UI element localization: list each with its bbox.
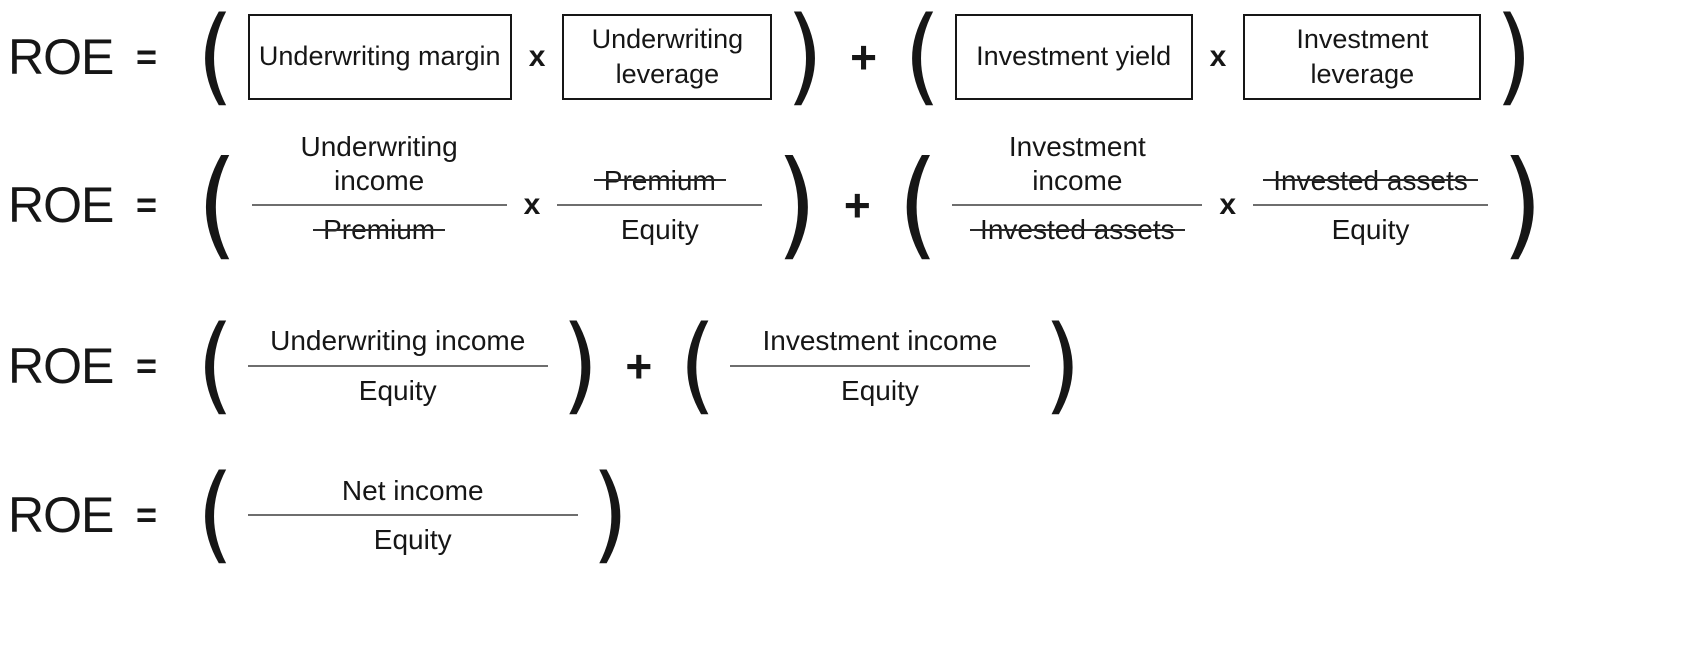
open-paren: (: [197, 303, 234, 427]
fraction-bar: [251, 204, 507, 207]
close-paren: ): [561, 303, 599, 427]
open-paren: (: [197, 453, 234, 576]
close-paren: ): [1502, 136, 1543, 273]
numerator-investment-income: Investment income: [1008, 131, 1146, 196]
equation-row-3: ROE = ( Underwriting income Equity ) + (…: [8, 313, 1689, 418]
numerator-cell: Invested assets: [1263, 164, 1478, 205]
multiply-sign: x: [523, 188, 541, 222]
underwriting-leverage-label: Underwriting leverage: [591, 23, 744, 89]
equation-row-1: ROE = ( Underwriting margin x Underwriti…: [8, 4, 1689, 109]
roe-label: ROE: [8, 487, 114, 544]
denominator-cell: Premium: [323, 206, 435, 247]
numerator-cell: Underwriting income: [270, 324, 525, 365]
equals-sign: =: [136, 184, 158, 226]
fraction-bar: [247, 514, 578, 517]
open-paren: (: [903, 0, 941, 118]
numerator-net-income: Net income: [341, 474, 484, 506]
investment-yield-label: Investment yield: [976, 41, 1172, 72]
numerator-cell: Premium: [593, 164, 726, 205]
fraction-bar: [247, 364, 548, 367]
fraction-premium-over-equity: Premium Equity: [557, 164, 763, 247]
equation-row-2: ROE = ( Underwriting income Premium x Pr…: [8, 130, 1689, 280]
close-paren: ): [786, 0, 824, 118]
denominator-cell: Equity: [621, 206, 699, 247]
numerator-cell: Investment income: [986, 130, 1168, 204]
fraction-investment-income-over-equity: Investment income Equity: [729, 324, 1030, 408]
denominator-cell: Invested assets: [980, 206, 1175, 247]
equals-sign: =: [136, 494, 158, 536]
underwriting-margin-box: Underwriting margin: [247, 14, 512, 100]
investment-yield-box: Investment yield: [954, 14, 1193, 100]
numerator-cell: Underwriting income: [288, 130, 470, 204]
roe-label: ROE: [8, 337, 114, 394]
equals-sign: =: [136, 344, 158, 386]
fraction-net-income-over-equity: Net income Equity: [247, 474, 578, 557]
numerator-premium-struck: Premium: [593, 164, 726, 196]
denominator-cell: Equity: [1332, 206, 1410, 247]
plus-sign: +: [625, 339, 653, 392]
multiply-sign: x: [1219, 188, 1237, 222]
denominator-cell: Equity: [359, 367, 437, 408]
plus-sign: +: [850, 31, 877, 83]
denominator-invested-assets-struck: Invested assets: [980, 214, 1175, 246]
equals-sign: =: [136, 36, 158, 77]
numerator-cell: Net income: [342, 474, 484, 515]
plus-sign: +: [843, 179, 871, 232]
roe-formula-diagram: ROE = ( Underwriting margin x Underwriti…: [0, 0, 1689, 557]
investment-leverage-box: Investment leverage: [1243, 14, 1482, 100]
open-paren: (: [197, 0, 234, 118]
close-paren: ): [776, 136, 817, 273]
fraction-underwriting-income-over-premium: Underwriting income Premium: [251, 130, 507, 280]
denominator-equity: Equity: [841, 374, 919, 406]
fraction-bar: [557, 204, 763, 207]
close-paren: ): [1043, 303, 1081, 427]
roe-label: ROE: [8, 177, 114, 234]
fraction-underwriting-income-over-equity: Underwriting income Equity: [247, 324, 548, 408]
underwriting-leverage-box: Underwriting leverage: [562, 14, 773, 100]
fraction-invested-assets-over-equity: Invested assets Equity: [1253, 164, 1489, 247]
fraction-bar: [729, 364, 1030, 367]
close-paren: ): [1495, 0, 1533, 118]
close-paren: ): [591, 453, 629, 576]
numerator-investment-income: Investment income: [762, 325, 998, 357]
fraction-bar: [952, 204, 1203, 207]
numerator-underwriting-income: Underwriting income: [300, 131, 458, 196]
denominator-equity: Equity: [358, 374, 437, 406]
fraction-investment-income-over-invested-assets: Investment income Invested assets: [952, 130, 1203, 280]
denominator-cell: Equity: [841, 367, 919, 408]
underwriting-margin-label: Underwriting margin: [258, 41, 501, 72]
investment-leverage-label: Investment leverage: [1296, 23, 1429, 89]
open-paren: (: [197, 136, 238, 273]
denominator-equity: Equity: [373, 524, 452, 556]
multiply-sign: x: [1209, 40, 1227, 73]
numerator-underwriting-income: Underwriting income: [270, 325, 526, 357]
equation-row-4: ROE = ( Net income Equity ): [8, 462, 1689, 567]
multiply-sign: x: [528, 40, 546, 73]
denominator-premium-struck: Premium: [323, 214, 436, 246]
denominator-cell: Equity: [374, 516, 452, 557]
roe-label: ROE: [8, 29, 114, 85]
open-paren: (: [679, 303, 716, 427]
denominator-equity: Equity: [1331, 214, 1410, 246]
denominator-equity: Equity: [620, 214, 699, 246]
numerator-cell: Investment income: [762, 324, 997, 365]
numerator-invested-assets-struck: Invested assets: [1263, 164, 1478, 196]
fraction-bar: [1253, 204, 1489, 207]
open-paren: (: [897, 136, 939, 273]
